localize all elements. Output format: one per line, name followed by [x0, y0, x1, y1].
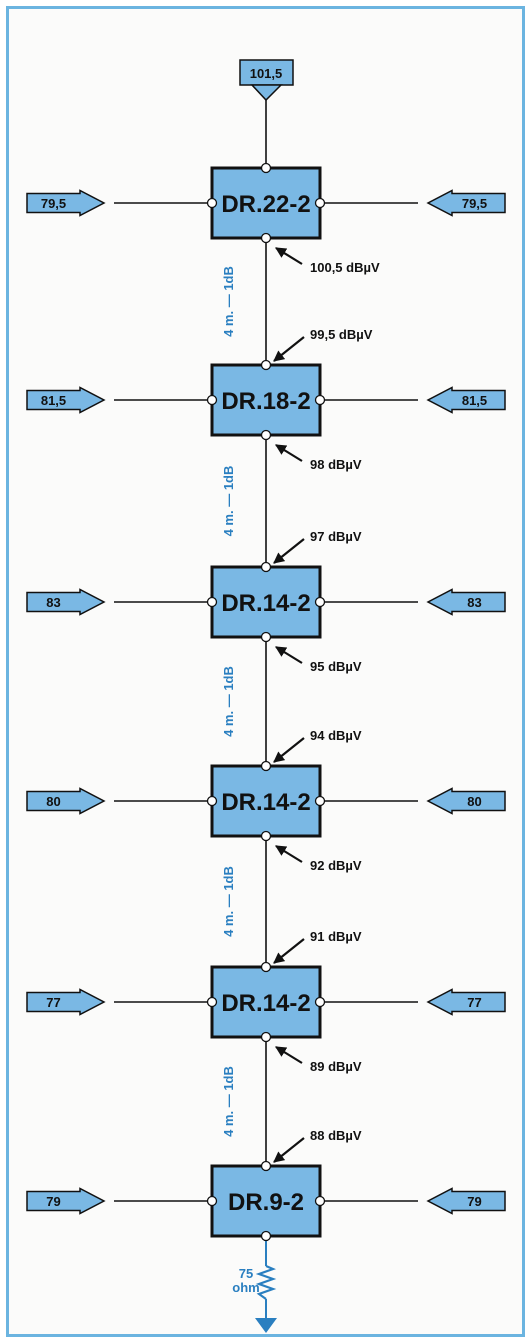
level-arrow-in [273, 336, 305, 362]
output-tab-left [26, 189, 106, 217]
port-dot [314, 996, 326, 1008]
resistor-icon [255, 1264, 277, 1300]
cable-label: 4 m. — 1dB [221, 466, 236, 537]
port-dot [260, 232, 272, 244]
level-arrow-out [275, 646, 303, 664]
output-tab-left [26, 787, 106, 815]
port-dot [260, 162, 272, 174]
port-dot [260, 359, 272, 371]
output-tab-left [26, 1187, 106, 1215]
output-level-left: 79,5 [41, 196, 66, 211]
level-out-label: 89 dBµV [310, 1059, 362, 1074]
output-level-left: 83 [46, 595, 60, 610]
port-dot [314, 795, 326, 807]
output-tab-right [426, 1187, 506, 1215]
output-level-right: 79,5 [462, 196, 487, 211]
splitter-name: DR.14-2 [221, 990, 310, 1017]
output-level-right: 79 [467, 1194, 481, 1209]
port-dot [314, 394, 326, 406]
level-out-label: 100,5 dBµV [310, 260, 380, 275]
port-dot [206, 596, 218, 608]
output-level-left: 79 [46, 1194, 60, 1209]
port-dot [206, 795, 218, 807]
port-dot [260, 760, 272, 772]
cable-label: 4 m. — 1dB [221, 866, 236, 937]
output-tab-left [26, 588, 106, 616]
splitter-name: DR.14-2 [221, 590, 310, 617]
cable-label: 4 m. — 1dB [221, 1066, 236, 1137]
port-dot [314, 1195, 326, 1207]
output-tab-right [426, 988, 506, 1016]
input-box [239, 59, 294, 86]
level-out-label: 92 dBµV [310, 858, 362, 873]
output-tab-right [426, 588, 506, 616]
port-dot [206, 996, 218, 1008]
input-level: 101,5 [250, 66, 283, 81]
cable-label: 4 m. — 1dB [221, 666, 236, 737]
level-arrow-out [275, 247, 303, 265]
port-dot [206, 197, 218, 209]
port-dot [260, 429, 272, 441]
splitter-name: DR.22-2 [221, 191, 310, 218]
output-level-left: 77 [46, 995, 60, 1010]
output-tab-right [426, 787, 506, 815]
port-dot [260, 631, 272, 643]
splitter-block [210, 166, 322, 240]
ground-icon [255, 1318, 277, 1333]
splitter-name: DR.14-2 [221, 789, 310, 816]
port-dot [206, 1195, 218, 1207]
output-level-right: 77 [467, 995, 481, 1010]
level-arrow-out [275, 845, 303, 863]
port-dot [314, 197, 326, 209]
port-dot [314, 596, 326, 608]
level-arrow-out [275, 444, 303, 462]
output-tab-right [426, 386, 506, 414]
level-arrow-in [273, 938, 305, 964]
output-level-right: 80 [467, 794, 481, 809]
output-tab-left [26, 386, 106, 414]
termination-unit: ohm [232, 1280, 259, 1295]
port-dot [260, 961, 272, 973]
level-arrow-in [273, 1137, 305, 1163]
port-dot [206, 394, 218, 406]
port-dot [260, 1230, 272, 1242]
splitter-name: DR.18-2 [221, 388, 310, 415]
port-dot [260, 830, 272, 842]
output-level-right: 83 [467, 595, 481, 610]
port-dot [260, 561, 272, 573]
level-arrow-in [273, 538, 305, 564]
level-arrow-in [273, 737, 305, 763]
input-arrow [250, 84, 283, 102]
level-in-label: 94 dBµV [310, 728, 362, 743]
level-out-label: 95 dBµV [310, 659, 362, 674]
port-dot [260, 1031, 272, 1043]
splitter-block [210, 363, 322, 437]
output-level-left: 80 [46, 794, 60, 809]
termination-value: 75 [239, 1266, 253, 1281]
level-in-label: 88 dBµV [310, 1128, 362, 1143]
output-level-left: 81,5 [41, 393, 66, 408]
level-in-label: 99,5 dBµV [310, 327, 373, 342]
splitter-name: DR.9-2 [228, 1189, 304, 1216]
level-out-label: 98 dBµV [310, 457, 362, 472]
output-tab-left [26, 988, 106, 1016]
output-level-right: 81,5 [462, 393, 487, 408]
port-dot [260, 1160, 272, 1172]
output-tab-right [426, 189, 506, 217]
level-arrow-out [275, 1046, 303, 1064]
level-in-label: 91 dBµV [310, 929, 362, 944]
level-in-label: 97 dBµV [310, 529, 362, 544]
cable-label: 4 m. — 1dB [221, 266, 236, 337]
